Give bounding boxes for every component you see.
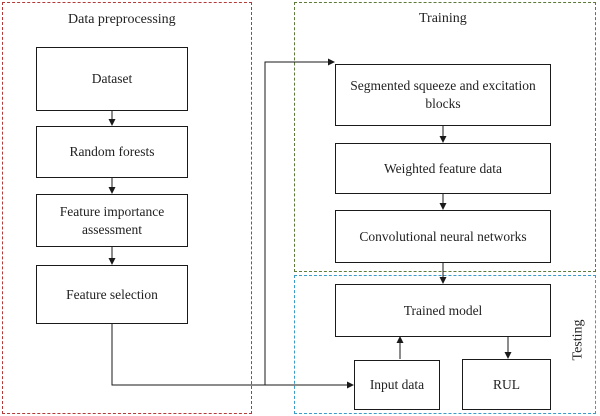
rul-box: RUL (462, 359, 551, 410)
input-data-box: Input data (354, 360, 440, 410)
random-forests-box: Random forests (36, 126, 188, 178)
feature-importance-box: Feature importance assessment (36, 194, 188, 247)
testing-region: Testing (294, 275, 596, 414)
segmented-se-box: Segmented squeeze and excitation blocks (335, 64, 551, 126)
training-label: Training (419, 11, 467, 26)
preprocessing-region: Data preprocessing (2, 2, 252, 414)
weighted-feature-box: Weighted feature data (335, 143, 551, 194)
training-region: Training (294, 2, 596, 272)
dataset-box: Dataset (36, 47, 188, 111)
cnn-box: Convolutional neural networks (335, 210, 551, 263)
trained-model-box: Trained model (335, 284, 551, 337)
feature-selection-box: Feature selection (36, 265, 188, 324)
preprocessing-label: Data preprocessing (68, 12, 176, 27)
arrow-fs-to-input (111, 324, 354, 389)
arrow-to-training (264, 58, 335, 385)
